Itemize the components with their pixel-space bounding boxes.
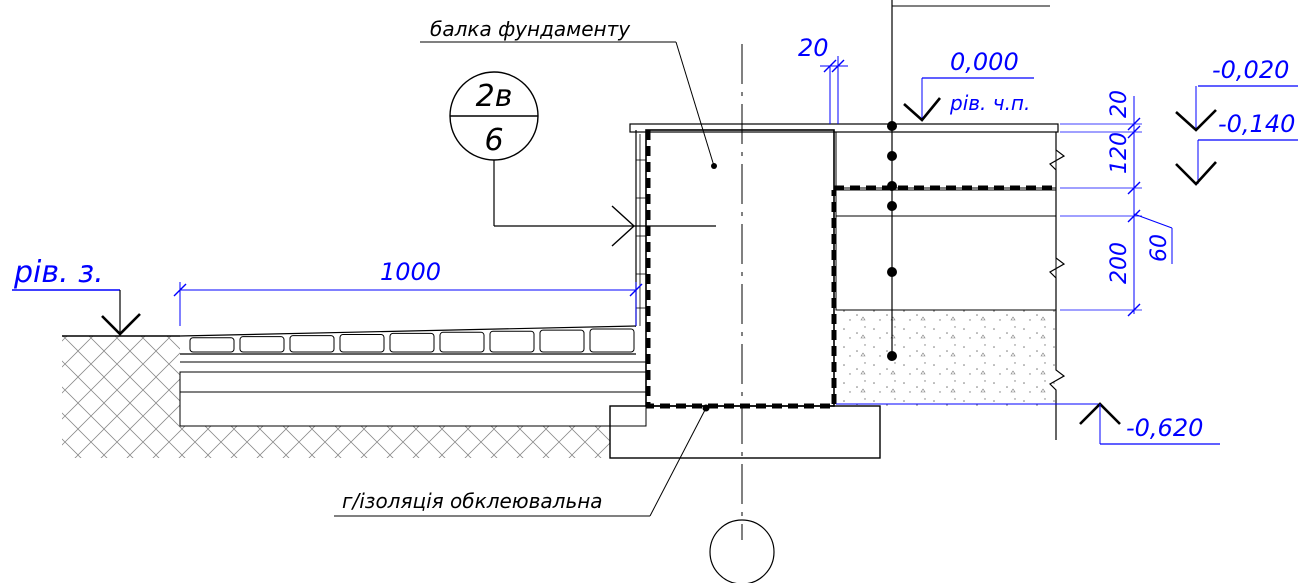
dimension-gap-20: 20 <box>798 34 848 124</box>
paving-tile <box>539 329 585 353</box>
level-minus-020-value: -0,020 <box>1212 56 1289 84</box>
paving-tile <box>289 335 335 353</box>
level-minus-140: -0,140 <box>1175 110 1298 186</box>
dim-1000-value: 1000 <box>380 258 441 286</box>
section-callout: 2в 6 <box>449 71 716 247</box>
dimension-layers: 20 120 200 60 <box>1060 90 1173 317</box>
waterproofing-label: г/ізоляція обклеювальна <box>342 489 603 513</box>
blind-area-paving <box>179 325 647 427</box>
dim-layer-20-value: 20 <box>1107 90 1132 118</box>
floor-level-label: рів. ч.п. <box>949 91 1030 115</box>
dim-layer-120-value: 120 <box>1107 132 1132 174</box>
paving-tiles <box>189 328 635 353</box>
axis-marker-circle <box>709 519 775 583</box>
dim-layer-200-value: 200 <box>1107 242 1132 284</box>
foundation-beam <box>635 44 835 540</box>
paving-tile <box>489 330 535 353</box>
dim-gap-20-value: 20 <box>798 34 829 62</box>
dimension-1000: 1000 <box>173 258 643 326</box>
level-floor-zero: 0,000 рів. ч.п. <box>903 48 1034 122</box>
level-ground: рів. з. <box>12 255 141 336</box>
callout-bottom: 6 <box>484 123 503 158</box>
level-minus-620-value: -0,620 <box>1126 414 1203 442</box>
label-foundation-beam: балка фундаменту <box>420 17 717 169</box>
dim-layer-60-value: 60 <box>1147 234 1172 262</box>
paving-tile <box>389 332 435 353</box>
ground-soil <box>62 335 610 458</box>
concrete-footing <box>609 405 881 459</box>
label-waterproofing: г/ізоляція обклеювальна <box>334 404 710 517</box>
level-minus-140-value: -0,140 <box>1218 110 1295 138</box>
level-minus-620: -0,620 <box>836 402 1220 445</box>
paving-tile <box>439 331 485 353</box>
paving-tile <box>339 333 385 353</box>
paving-tile <box>189 337 235 353</box>
level-minus-020: -0,020 <box>1175 56 1298 132</box>
foundation-beam-label: балка фундаменту <box>430 17 631 41</box>
ground-level-label: рів. з. <box>13 255 104 290</box>
paving-tile <box>239 336 285 353</box>
floor-zero-value: 0,000 <box>950 48 1019 76</box>
paving-tile <box>589 328 635 353</box>
callout-top: 2в <box>476 79 513 114</box>
floor-construction <box>629 0 1066 440</box>
